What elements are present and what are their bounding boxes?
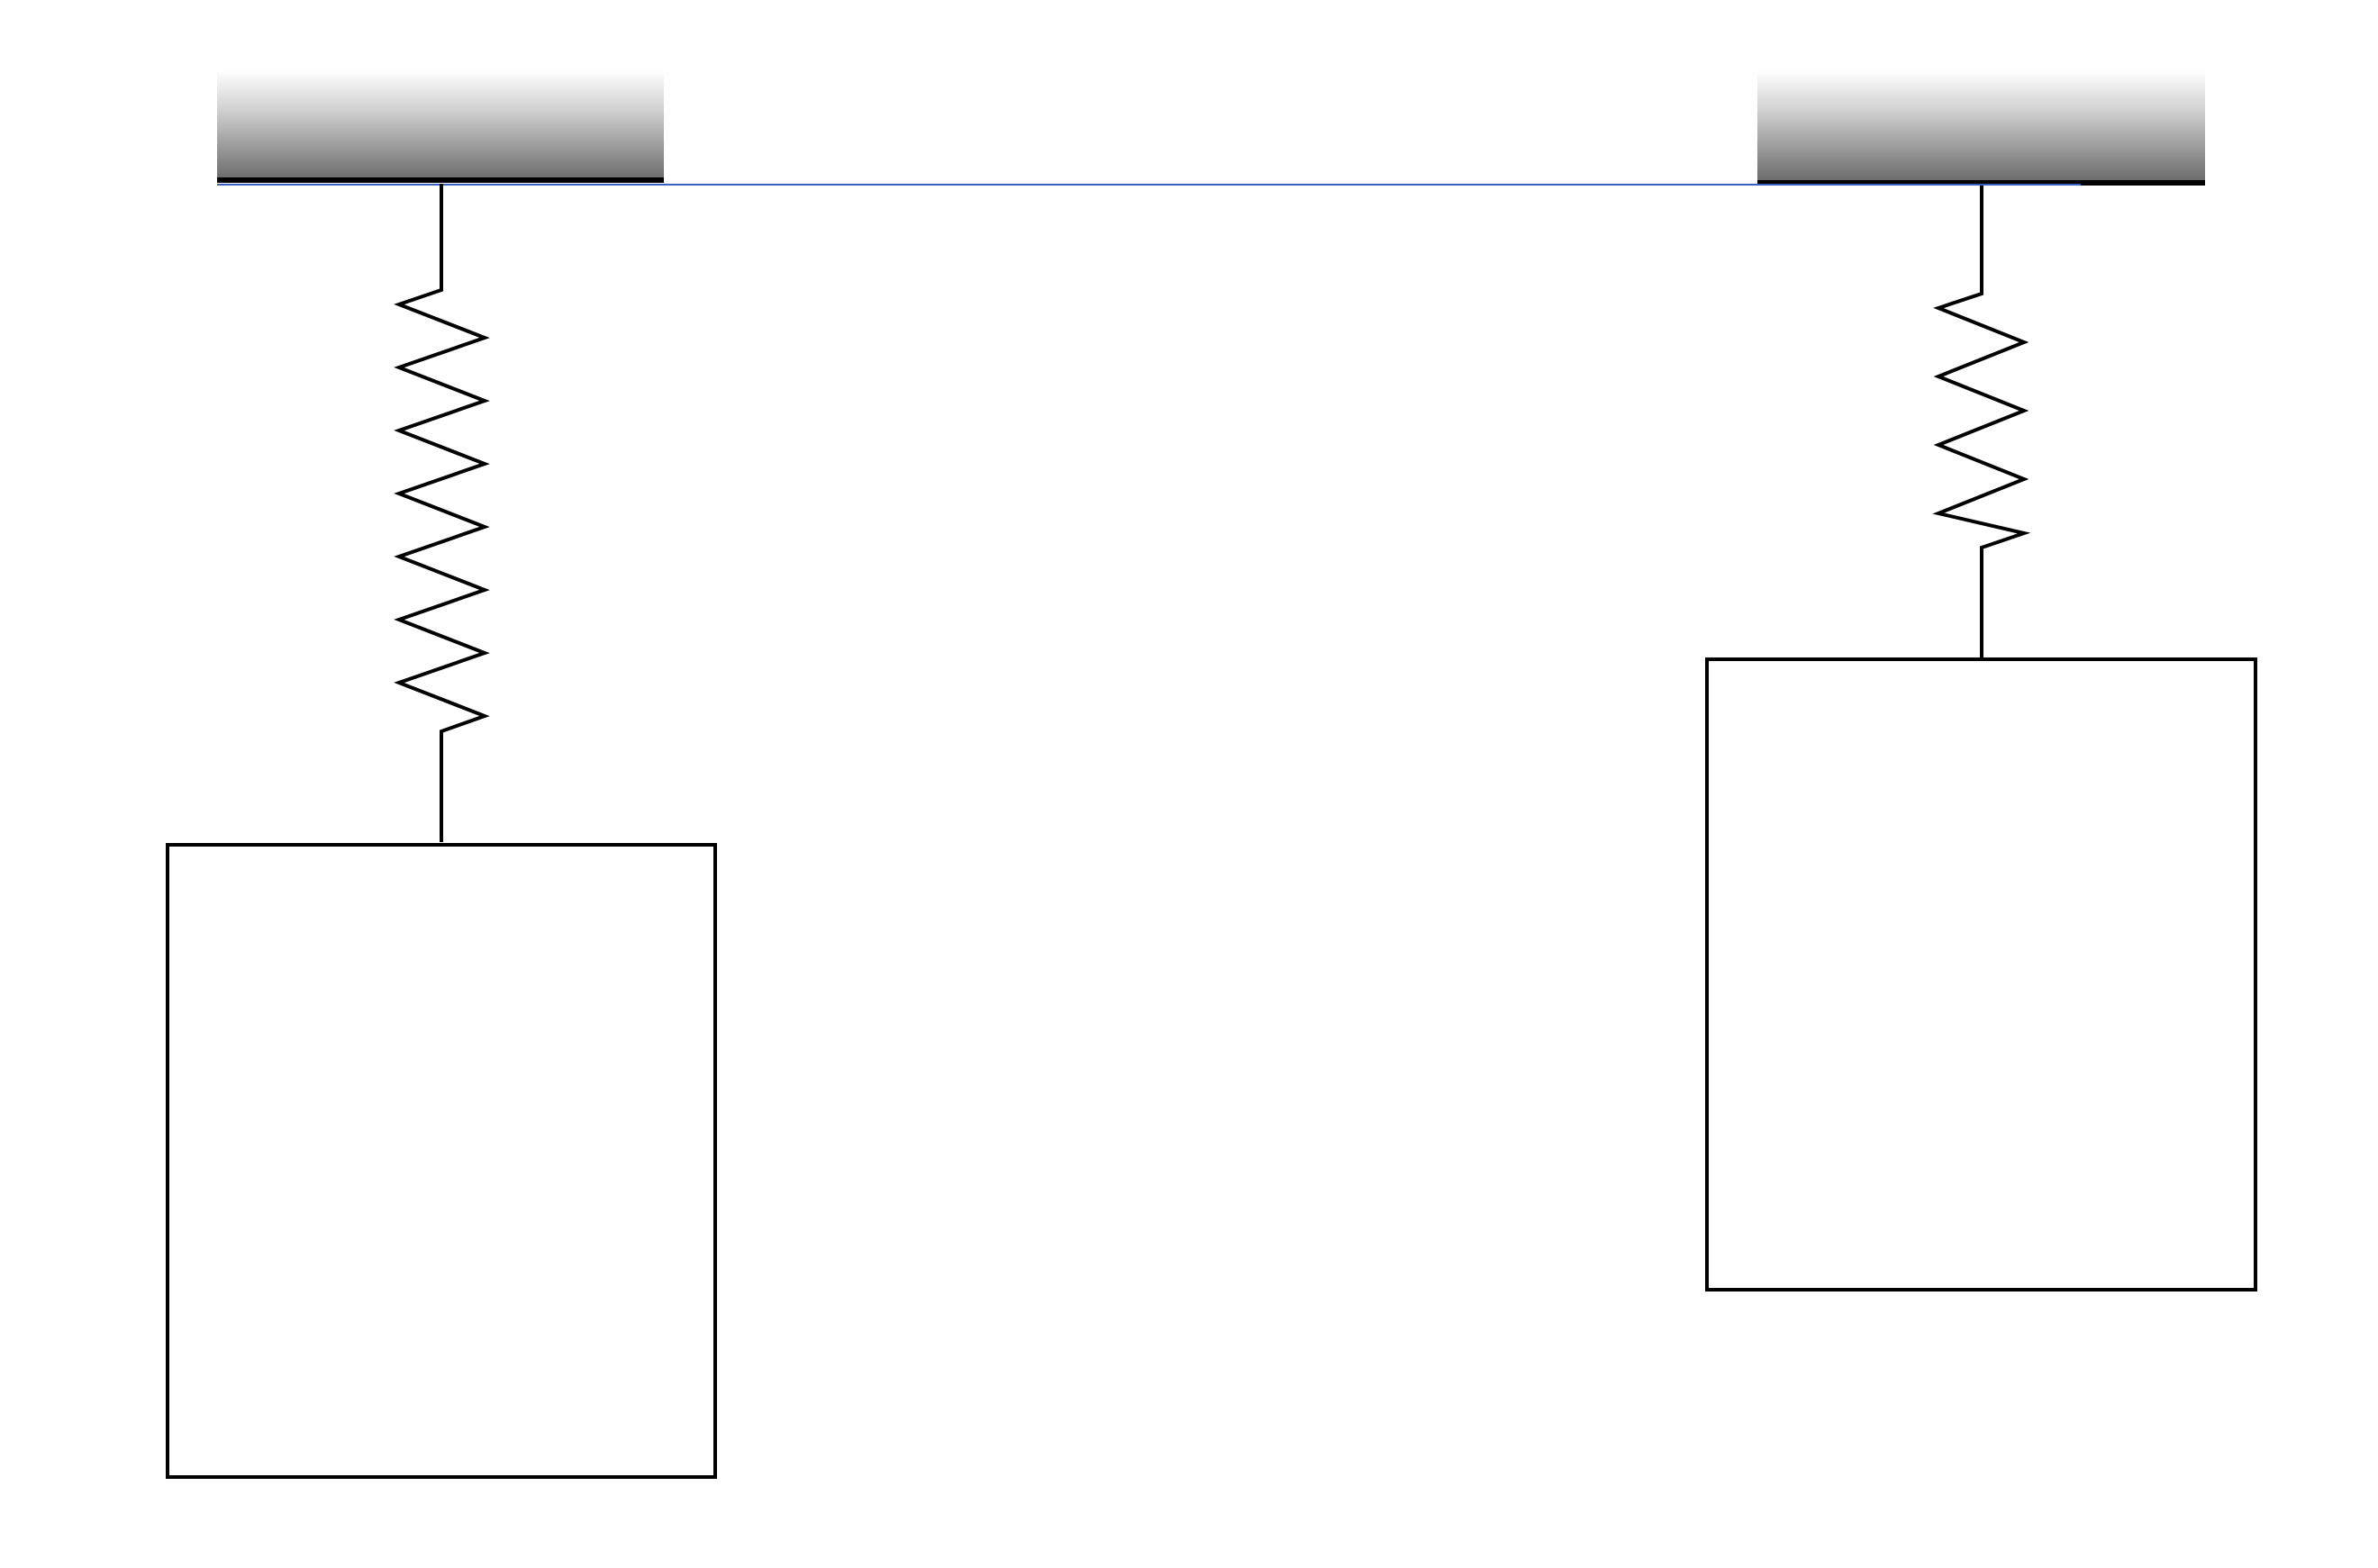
left-spring-coil-icon (394, 184, 490, 842)
right-ceiling-support (1757, 70, 2205, 182)
right-spring (1932, 186, 2031, 657)
left-mass-box (166, 843, 717, 1479)
right-spring-coil-icon (1932, 186, 2031, 657)
left-ceiling-support (217, 70, 664, 180)
right-mass-box (1705, 657, 2257, 1292)
left-spring (394, 184, 490, 842)
